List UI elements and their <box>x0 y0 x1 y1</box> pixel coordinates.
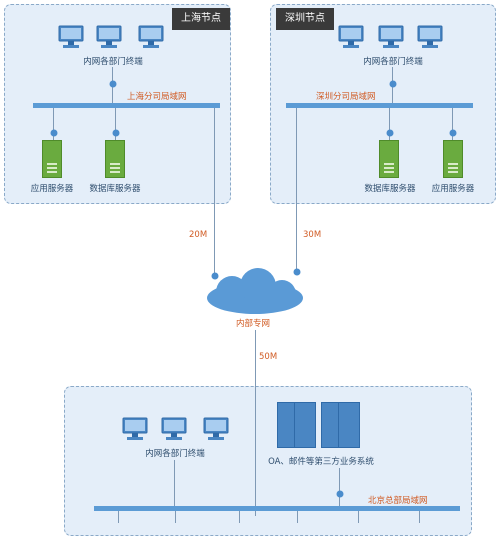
rack-server-icon <box>294 402 316 448</box>
connector-dot <box>112 129 120 137</box>
connector <box>174 460 175 506</box>
shenzhen-lan-bus <box>286 103 473 108</box>
connector <box>297 511 298 523</box>
connector <box>419 511 420 523</box>
connector <box>115 108 116 140</box>
shanghai-app-server-label: 应用服务器 <box>30 184 74 194</box>
rack-server-icon <box>338 402 360 448</box>
shanghai-terminals-label: 内网各部门终端 <box>83 57 143 67</box>
shanghai-uplink <box>214 108 215 276</box>
shanghai-link-bandwidth: 20M <box>189 230 208 240</box>
connector-dot <box>109 80 117 88</box>
connector-dot <box>50 129 58 137</box>
beijing-lan-bus <box>94 506 460 511</box>
connector <box>239 511 240 523</box>
connector-dot <box>449 129 457 137</box>
computer-icon <box>96 25 122 49</box>
shanghai-lan-label: 上海分司局域网 <box>127 92 187 102</box>
cloud-icon <box>207 268 303 314</box>
beijing-uplink <box>255 330 256 516</box>
server-icon <box>105 140 125 178</box>
connector <box>53 108 54 140</box>
computer-icon <box>161 417 187 441</box>
connector <box>452 108 453 140</box>
beijing-systems-label: OA、邮件等第三方业务系统 <box>268 457 374 467</box>
shenzhen-lan-label: 深圳分司局域网 <box>316 92 376 102</box>
connector <box>118 511 119 523</box>
shenzhen-node-tag: 深圳节点 <box>276 8 334 30</box>
computer-icon <box>122 417 148 441</box>
computer-icon <box>203 417 229 441</box>
server-icon <box>379 140 399 178</box>
shenzhen-terminals-label: 内网各部门终端 <box>363 57 423 67</box>
shanghai-db-server-label: 数据库服务器 <box>89 184 141 194</box>
connector <box>389 108 390 140</box>
connector <box>175 511 176 523</box>
shenzhen-db-server-label: 数据库服务器 <box>364 184 416 194</box>
connector-dot <box>211 272 219 280</box>
computer-icon <box>138 25 164 49</box>
computer-icon <box>58 25 84 49</box>
beijing-lan-label: 北京总部局域网 <box>368 496 428 506</box>
computer-icon <box>417 25 443 49</box>
computer-icon <box>338 25 364 49</box>
connector <box>358 511 359 523</box>
computer-icon <box>378 25 404 49</box>
connector-dot <box>293 268 301 276</box>
shenzhen-link-bandwidth: 30M <box>303 230 322 240</box>
server-icon <box>42 140 62 178</box>
connector <box>339 468 340 506</box>
network-topology-diagram: 上海节点 深圳节点 内网各部门终端 上海分司局域网 应用服务器 数据库服务器 内… <box>4 4 496 536</box>
beijing-terminals-label: 内网各部门终端 <box>145 449 205 459</box>
shanghai-node-tag: 上海节点 <box>172 8 230 30</box>
shenzhen-app-server-label: 应用服务器 <box>431 184 475 194</box>
cloud-label: 内部专网 <box>236 319 271 329</box>
beijing-link-bandwidth: 50M <box>259 352 278 362</box>
shenzhen-uplink <box>296 108 297 272</box>
shanghai-lan-bus <box>33 103 220 108</box>
connector-dot <box>389 80 397 88</box>
server-icon <box>443 140 463 178</box>
connector-dot <box>386 129 394 137</box>
connector-dot <box>336 490 344 498</box>
